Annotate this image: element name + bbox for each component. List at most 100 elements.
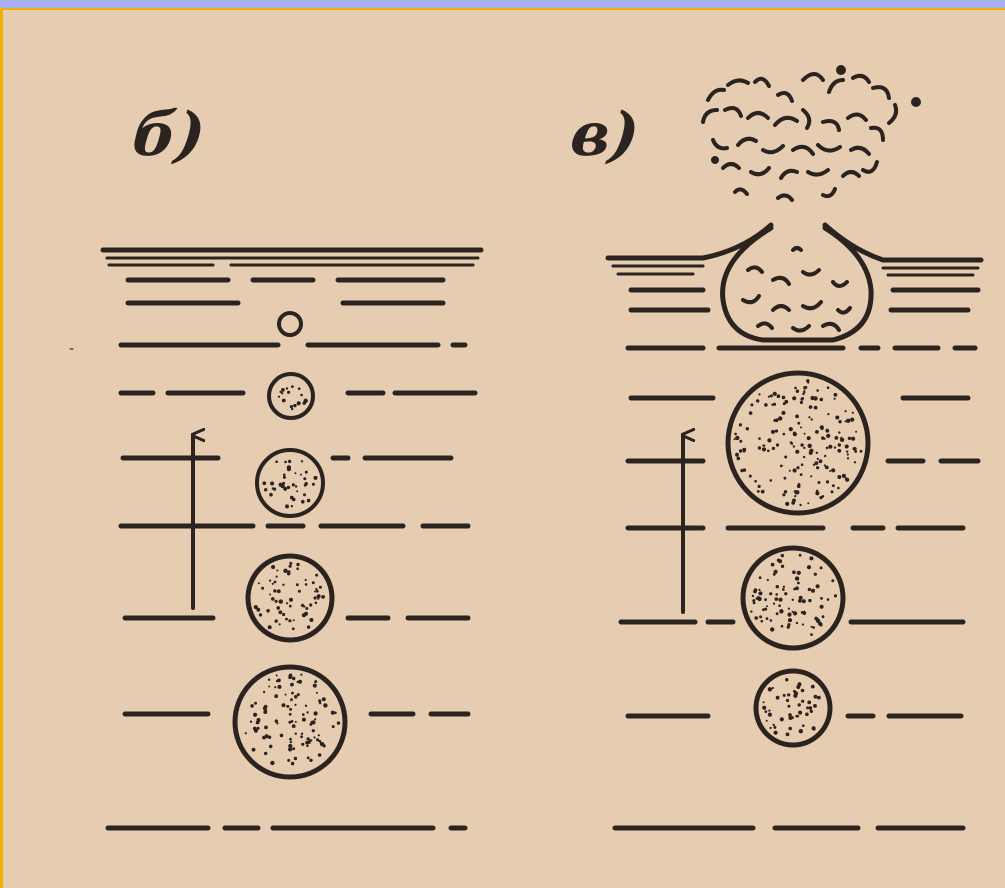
stipple-dot (758, 485, 761, 488)
stipple-dot (791, 716, 794, 719)
stipple-dot (781, 625, 784, 628)
stipple-dot (814, 695, 818, 699)
stipple-dot (300, 394, 303, 397)
stipple-dot (279, 623, 281, 625)
stipple-dot (282, 703, 286, 707)
stipple-dot (814, 573, 817, 576)
stipple-dot (813, 704, 817, 708)
stipple-dot (264, 488, 267, 491)
stipple-dot (277, 679, 281, 683)
panel-b-bubble-1 (279, 313, 301, 335)
stipple-dot (337, 721, 340, 724)
stipple-dot (283, 569, 287, 573)
stipple-dot (739, 423, 742, 426)
stipple-dot (809, 449, 813, 453)
stipple-dot (779, 609, 783, 613)
stipple-dot (794, 691, 798, 695)
stipple-dot (838, 420, 841, 423)
stipple-dot (291, 505, 293, 507)
stipple-dot (268, 625, 272, 629)
stipple-dot (309, 759, 312, 762)
stipple-dot (810, 396, 814, 400)
stipple-dot (313, 684, 317, 688)
stipple-dot (294, 704, 296, 706)
stipple-dot (290, 405, 293, 408)
stipple-dot (253, 727, 257, 731)
stipple-dot (800, 443, 803, 446)
stipple-dot (787, 693, 790, 696)
stipple-dot (775, 593, 778, 596)
stipple-dot (759, 615, 762, 618)
stipple-dot (291, 720, 294, 723)
stipple-dot (808, 444, 812, 448)
stipple-dot (275, 600, 278, 603)
stipple-dot (287, 391, 290, 394)
stipple-dot (845, 445, 849, 449)
stipple-dot (796, 466, 799, 469)
stipple-dot (782, 411, 786, 415)
stipple-dot (782, 588, 785, 591)
stipple-dot (793, 468, 797, 472)
panel-v-surface (608, 225, 981, 340)
stipple-dot (792, 599, 794, 601)
stipple-dot (809, 405, 813, 409)
stipple-dot (762, 706, 766, 710)
stipple-dot (309, 618, 313, 622)
stipple-dot (772, 687, 774, 689)
stipple-dot (756, 597, 759, 600)
stipple-dot (753, 602, 756, 605)
stipple-dot (318, 734, 320, 736)
stipple-dot (737, 457, 741, 461)
stipple-dot (805, 386, 807, 388)
stipple-dot (827, 386, 830, 389)
stipple-dot (773, 403, 776, 406)
stipple-dot (820, 597, 823, 600)
stipple-dot (814, 406, 818, 410)
stipple-dot (265, 710, 267, 712)
stipple-dot (284, 461, 287, 464)
stipple-dot (276, 674, 278, 676)
stipple-dot (762, 608, 765, 611)
stipple-dot (793, 588, 796, 591)
stipple-dot (268, 736, 271, 739)
stipple-dot (800, 401, 803, 404)
stipple-dot (766, 617, 769, 620)
stipple-dot (802, 611, 806, 615)
stipple-dot (750, 403, 753, 406)
stipple-dot (286, 705, 289, 708)
stipple-dot (802, 393, 804, 395)
stipple-dot (799, 729, 803, 733)
stipple-dot (291, 762, 295, 766)
stipple-dot (782, 493, 785, 496)
stipple-dot (778, 604, 781, 607)
stipple-dot (835, 436, 839, 440)
stipple-dot (813, 464, 815, 466)
stipple-dot (855, 431, 857, 433)
stipple-dot (287, 570, 290, 573)
stipple-dot (283, 487, 287, 491)
stipple-dot (752, 595, 754, 597)
stipple-dot (799, 504, 801, 506)
stipple-dot (274, 581, 277, 584)
stipple-dot (764, 598, 767, 601)
stipple-dot (770, 619, 773, 622)
stipple-dot (809, 556, 813, 560)
stipple-dot (277, 589, 281, 593)
stipple-dot (314, 680, 317, 683)
stipple-dot (827, 413, 829, 415)
stipple-dot (302, 718, 306, 722)
stipple-dot (290, 496, 294, 500)
stipple-dot (262, 736, 266, 740)
stipple-dot (292, 677, 296, 681)
stipple-dot (739, 440, 742, 443)
stipple-dot (288, 460, 291, 463)
stipple-dot (314, 718, 316, 720)
stipple-dot (799, 554, 802, 557)
stipple-dot (301, 500, 305, 504)
stipple-dot (285, 694, 287, 696)
stipple-dot (275, 719, 278, 722)
stipple-dot (788, 618, 792, 622)
stipple-dot (803, 447, 805, 449)
stipple-dot (283, 474, 286, 477)
panel-b (103, 250, 481, 828)
